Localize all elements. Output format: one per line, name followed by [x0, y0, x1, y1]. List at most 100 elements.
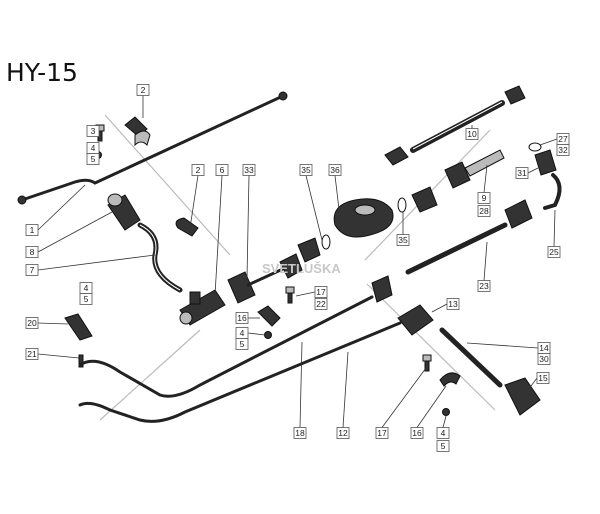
callout-box: [86, 125, 100, 137]
leader-line: [527, 167, 539, 174]
leader-line: [483, 164, 488, 193]
callout-box: [477, 205, 491, 217]
callout-box: [477, 192, 491, 204]
pipe-9: [444, 149, 505, 189]
callout-box: [314, 298, 328, 310]
part-number: 2: [196, 165, 201, 175]
callout-27: 13: [431, 298, 460, 313]
tube-10: [384, 85, 526, 166]
leader-line: [189, 175, 199, 229]
callout-box: [79, 293, 93, 305]
callout-box: [336, 427, 350, 439]
callout-20: 9: [477, 164, 491, 204]
callout-box: [537, 353, 551, 365]
part-number: 16: [412, 428, 422, 438]
leader-line: [342, 351, 349, 428]
part-number: 36: [330, 165, 340, 175]
part-number: 21: [27, 349, 37, 359]
callout-box: [446, 298, 460, 310]
leader-line: [466, 342, 539, 349]
leader-line: [214, 175, 223, 296]
callout-box: [410, 427, 424, 439]
callout-box: [375, 427, 389, 439]
part-number: 25: [549, 247, 559, 257]
part-number: 13: [448, 299, 458, 309]
callout-box: [215, 164, 229, 176]
clamp-2: [124, 116, 151, 147]
part-number: 5: [91, 154, 96, 164]
callout-33: 15: [527, 372, 550, 391]
callout-box: [515, 167, 529, 179]
leader-line: [37, 322, 69, 325]
tube-18: [78, 295, 374, 398]
pipe-14: [439, 327, 503, 388]
part-number: 32: [558, 145, 568, 155]
callout-19: 31: [515, 167, 539, 179]
callout-box: [25, 246, 39, 258]
leader-line: [431, 303, 448, 313]
clamp-16: [257, 305, 281, 339]
part-number: 20: [27, 318, 37, 328]
pipe-7: [137, 222, 183, 293]
callout-box: [299, 164, 313, 176]
part-number: 12: [338, 428, 348, 438]
callout-16: 10: [465, 125, 479, 140]
callout-32: 30: [537, 353, 551, 365]
part-number: 15: [538, 373, 548, 383]
callout-31: 14: [466, 342, 551, 354]
part-number: 3: [91, 126, 96, 136]
part-number: 8: [30, 247, 35, 257]
part-number: 4: [240, 328, 245, 338]
callout-13: 33: [242, 164, 256, 279]
callout-9: 20: [25, 317, 69, 329]
leader-line: [246, 175, 250, 279]
callout-26: 22: [314, 298, 328, 310]
tube-1: [17, 91, 288, 205]
leader-line: [553, 209, 556, 247]
part-number: 14: [539, 343, 549, 353]
callout-17: 27: [539, 133, 570, 146]
leader-line: [295, 291, 316, 297]
part-number: 4: [91, 143, 96, 153]
watermark: SVETLUŠKA: [262, 261, 341, 276]
part-number: 18: [295, 428, 305, 438]
fitting-8: [107, 193, 141, 231]
callout-box: [86, 153, 100, 165]
part-number: 35: [301, 165, 311, 175]
part-number: 22: [316, 299, 326, 309]
callout-29: 4: [235, 327, 266, 339]
part-number: 7: [30, 265, 35, 275]
callout-23: 25: [547, 209, 561, 258]
tube-12: [78, 321, 402, 423]
watermark-text: SVETLUŠKA: [262, 261, 341, 276]
callout-box: [25, 348, 39, 360]
leader-line: [305, 175, 323, 241]
tube-23: [371, 199, 533, 303]
callout-box: [235, 338, 249, 350]
part-number: 35: [398, 235, 408, 245]
leader-line: [442, 415, 447, 428]
callout-box: [235, 312, 249, 324]
clip-2b: [175, 217, 199, 237]
union-33: [227, 253, 303, 304]
part-number: 5: [441, 441, 446, 451]
part-number: 9: [482, 193, 487, 203]
callout-box: [556, 144, 570, 156]
leader-line: [37, 211, 113, 253]
callout-15: 36: [328, 164, 342, 219]
part-number: 4: [441, 428, 446, 438]
part-number: 2: [141, 85, 146, 95]
part-number: 30: [539, 354, 549, 364]
leader-line: [527, 377, 538, 391]
elbow-13: [397, 304, 434, 336]
part-number: 5: [240, 339, 245, 349]
fitting-15: [504, 377, 541, 416]
part-number: 27: [558, 134, 568, 144]
part-number: 1: [30, 225, 35, 235]
fitting-31: [528, 142, 562, 210]
part-number: 5: [84, 294, 89, 304]
leader-line: [37, 184, 86, 231]
part-number: 16: [237, 313, 247, 323]
